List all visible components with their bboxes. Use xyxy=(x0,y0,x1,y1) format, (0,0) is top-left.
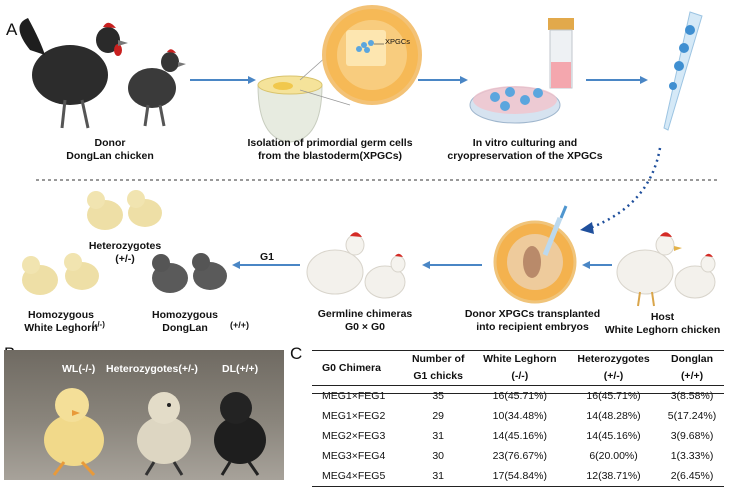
table-row: MEG1×FEG1 35 16(45.71%) 16(45.71%) 3(8.5… xyxy=(312,386,724,407)
table-cell: 12(38.71%) xyxy=(586,470,641,482)
table-cell: 6(20.00%) xyxy=(589,450,638,462)
isolation-caption: Isolation of primordial germ cells from … xyxy=(230,137,430,163)
table-cell: 16(45.71%) xyxy=(586,390,641,402)
table-row: MEG2×FEG3 31 14(45.16%) 14(45.16%) 3(9.6… xyxy=(312,426,724,446)
table-cell: 1(3.33%) xyxy=(670,450,714,462)
col-header-dl-line1: Donglan xyxy=(671,353,714,365)
transplant-caption: Donor XPGCs transplanted into recipient … xyxy=(445,308,620,334)
col-header-chimera-text: G0 Chimera xyxy=(322,361,381,374)
col-header-het-line2: (+/-) xyxy=(603,370,624,382)
table-row: MEG4×FEG5 31 17(54.84%) 12(38.71%) 2(6.4… xyxy=(312,466,724,487)
egg-blastoderm-illustration xyxy=(257,5,422,143)
chicks-photo: WL(-/-) Heterozygotes(+/-) DL(+/+) xyxy=(4,350,284,480)
photo-label-het: Heterozygotes(+/-) xyxy=(106,363,198,375)
donor-caption: Donor DongLan chicken xyxy=(40,137,180,163)
heterozygote-chicks-illustration xyxy=(87,190,162,230)
chicks-photo-drawing xyxy=(44,388,266,477)
table-cell: 31 xyxy=(432,430,445,442)
homozygous-dl-genotype: (+/+) xyxy=(230,320,250,330)
table-header-row: G0 Chimera Number of G1 chicks White Legh… xyxy=(312,350,724,386)
chimera-caption-line1: Germline chimeras xyxy=(317,308,413,320)
table-cell: 17(54.84%) xyxy=(492,470,547,482)
table-cell: MEG2×FEG3 xyxy=(322,430,386,442)
host-caption-line2: White Leghorn chicken xyxy=(604,324,721,336)
homozygous-dl-caption-line2: DongLan xyxy=(162,322,208,334)
panel-c-label: C xyxy=(290,344,303,363)
col-header-wl-line1: White Leghorn xyxy=(483,353,557,365)
homozygous-wl-caption-line1: Homozygous xyxy=(28,309,94,321)
transplant-caption-line2: into recipient embryos xyxy=(476,321,589,333)
col-header-number-line1: Number of xyxy=(411,353,465,365)
table-cell: MEG3×FEG4 xyxy=(322,450,386,462)
workflow-illustration xyxy=(19,5,720,307)
homozygous-wl-caption-line2: White Leghorn xyxy=(24,322,98,334)
col-header-chimera: G0 Chimera xyxy=(312,351,404,386)
chimera-caption-line2: G0 × G0 xyxy=(345,321,385,333)
chimera-chickens-illustration xyxy=(306,232,406,299)
table-cell: MEG4×FEG5 xyxy=(322,470,386,482)
dotted-arrow xyxy=(589,147,662,230)
isolation-caption-line1: Isolation of primordial germ cells xyxy=(247,137,413,149)
homozygous-wl-chicks-illustration xyxy=(22,253,99,295)
bottom-flow-arrows xyxy=(232,261,612,269)
pipette-illustration xyxy=(663,11,703,131)
table-cell: 14(45.16%) xyxy=(492,430,547,442)
table-cell: 3(9.68%) xyxy=(670,430,714,442)
table-header-divider xyxy=(312,393,724,394)
table-cell: 23(76.67%) xyxy=(492,450,547,462)
homozygous-dl-chicks-illustration xyxy=(152,253,227,293)
table-cell: 10(34.48%) xyxy=(492,410,547,422)
col-header-heterozygotes: Heterozygotes (+/-) xyxy=(567,351,660,386)
host-caption-line1: Host xyxy=(650,311,675,323)
homozygous-wl-caption: Homozygous White Leghorn xyxy=(6,309,116,335)
col-header-number: Number of G1 chicks xyxy=(404,351,473,386)
panel-a-label: A xyxy=(6,20,18,39)
host-caption: Host White Leghorn chicken xyxy=(600,311,725,337)
donor-caption-line2: DongLan chicken xyxy=(66,150,154,162)
culture-caption-line1: In vitro culturing and xyxy=(472,137,578,149)
culture-caption: In vitro culturing and cryopreservation … xyxy=(440,137,610,163)
table-cell: 5(17.24%) xyxy=(667,410,717,422)
donor-caption-line1: Donor xyxy=(94,137,126,149)
table-cell: 2(6.45%) xyxy=(670,470,714,482)
g1-genotype-table: G0 Chimera Number of G1 chicks White Legh… xyxy=(312,350,724,487)
table-cell: MEG1×FEG1 xyxy=(322,390,386,402)
photo-label-dl: DL(+/+) xyxy=(222,363,259,375)
top-flow-arrows xyxy=(190,76,648,84)
table-cell: 14(45.16%) xyxy=(586,430,641,442)
col-header-number-line2: G1 chicks xyxy=(413,370,463,382)
col-header-het-line1: Heterozygotes xyxy=(577,353,650,365)
homozygous-dl-caption: Homozygous DongLan xyxy=(135,309,235,335)
table-cell: 14(48.28%) xyxy=(586,410,641,422)
isolation-caption-line2: from the blastoderm(XPGCs) xyxy=(257,150,403,162)
table-cell: 29 xyxy=(432,410,445,422)
heterozygotes-caption-line1: Heterozygotes xyxy=(88,240,162,252)
heterozygotes-caption-line2: (+/-) xyxy=(115,253,135,265)
heterozygotes-caption: Heterozygotes (+/-) xyxy=(70,240,180,266)
table-cell: 35 xyxy=(432,390,445,402)
culture-dish-illustration xyxy=(469,18,574,124)
table-cell: 3(8.58%) xyxy=(670,390,714,402)
col-header-white-leghorn: White Leghorn (-/-) xyxy=(473,351,567,386)
table-row: MEG1×FEG2 29 10(34.48%) 14(48.28%) 5(17.… xyxy=(312,406,724,426)
xpgcs-label: XPGCs xyxy=(385,37,411,46)
table-cell: 30 xyxy=(432,450,445,462)
homozygous-dl-caption-line1: Homozygous xyxy=(152,309,218,321)
transplant-caption-line1: Donor XPGCs transplanted xyxy=(464,308,601,320)
donor-chickens-illustration xyxy=(19,18,186,129)
photo-label-wl: WL(-/-) xyxy=(62,363,96,375)
g1-label: G1 xyxy=(260,251,275,263)
table-row: MEG3×FEG4 30 23(76.67%) 6(20.00%) 1(3.33… xyxy=(312,446,724,466)
culture-caption-line2: cryopreservation of the XPGCs xyxy=(447,150,603,162)
host-chickens-illustration xyxy=(616,232,716,307)
table-cell: 31 xyxy=(432,470,445,482)
embryo-injection-illustration xyxy=(493,205,577,304)
chimera-caption: Germline chimeras G0 × G0 xyxy=(305,308,425,334)
homozygous-wl-genotype: (-/-) xyxy=(92,320,105,329)
table-cell: MEG1×FEG2 xyxy=(322,410,386,422)
col-header-dl-line2: (+/+) xyxy=(680,370,704,382)
col-header-donglan: Donglan (+/+) xyxy=(660,351,724,386)
table-cell: 16(45.71%) xyxy=(492,390,547,402)
col-header-wl-line2: (-/-) xyxy=(511,370,529,382)
